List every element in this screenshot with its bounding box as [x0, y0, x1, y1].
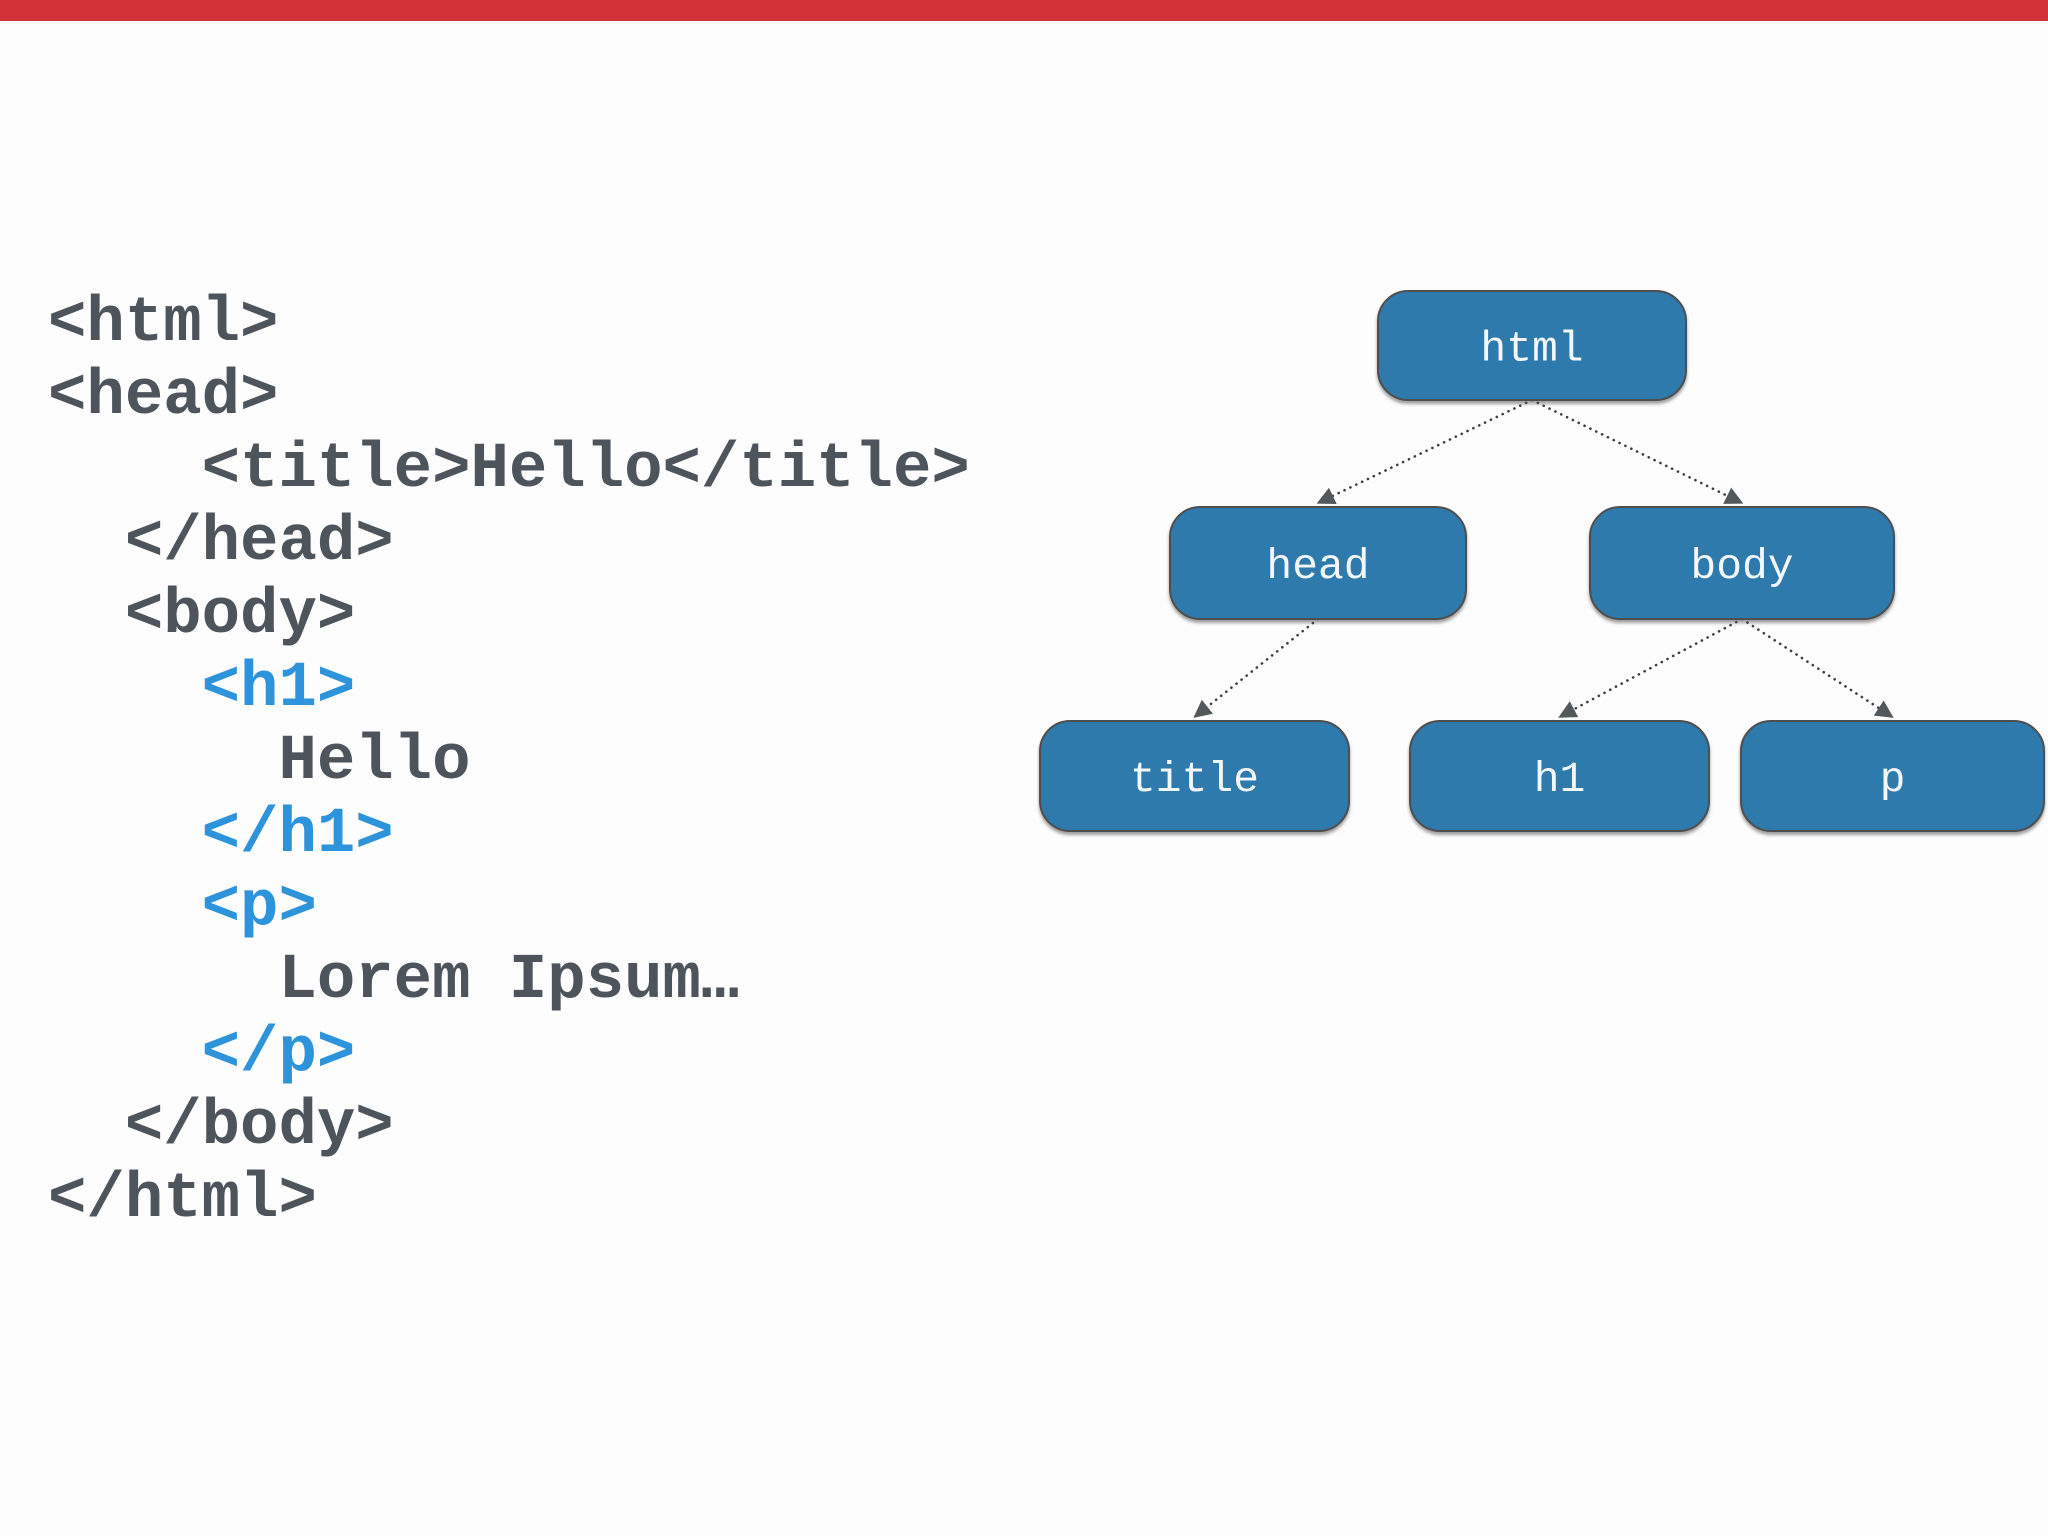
code-line: <p> — [48, 872, 317, 944]
tree-node-title: title — [1039, 720, 1350, 832]
code-line: <html> — [48, 288, 279, 360]
slide-accent-bar — [0, 0, 2048, 21]
node-box — [1169, 506, 1467, 620]
tree-node-h1: h1 — [1409, 720, 1710, 832]
tree-edge-head-title — [1193, 617, 1320, 719]
node-label: html — [1480, 325, 1583, 374]
code-snippet: <html><head> <title>Hello</title> </head… — [48, 288, 970, 1237]
code-line: Lorem Ipsum… — [48, 945, 740, 1017]
tree-node-html: html — [1377, 290, 1687, 401]
tree-edge-html-head — [1316, 398, 1534, 505]
node-box — [1409, 720, 1710, 832]
code-line: </p> — [48, 1018, 356, 1090]
node-box — [1377, 290, 1687, 401]
node-box — [1039, 720, 1350, 832]
code-line: <h1> — [48, 653, 356, 725]
node-label: head — [1266, 542, 1369, 591]
code-line: </head> — [48, 507, 394, 579]
code-line: <body> — [48, 580, 356, 652]
tree-edge-body-h1 — [1558, 617, 1744, 719]
node-box — [1740, 720, 2045, 832]
tree-node-head: head — [1169, 506, 1467, 620]
tree-edge-html-body — [1530, 398, 1744, 505]
node-label: h1 — [1534, 755, 1586, 804]
tree-edge-body-p — [1740, 617, 1894, 719]
tree-node-body: body — [1589, 506, 1895, 620]
tree-node-p: p — [1740, 720, 2045, 832]
code-line: </html> — [48, 1164, 317, 1236]
node-box — [1589, 506, 1895, 620]
code-line: </h1> — [48, 799, 394, 871]
code-line: Hello — [48, 726, 471, 798]
node-label: p — [1880, 755, 1906, 804]
code-line: </body> — [48, 1091, 394, 1163]
node-label: title — [1130, 755, 1259, 804]
code-line: <title>Hello</title> — [48, 434, 970, 506]
node-label: body — [1690, 542, 1793, 591]
code-line: <head> — [48, 361, 279, 433]
